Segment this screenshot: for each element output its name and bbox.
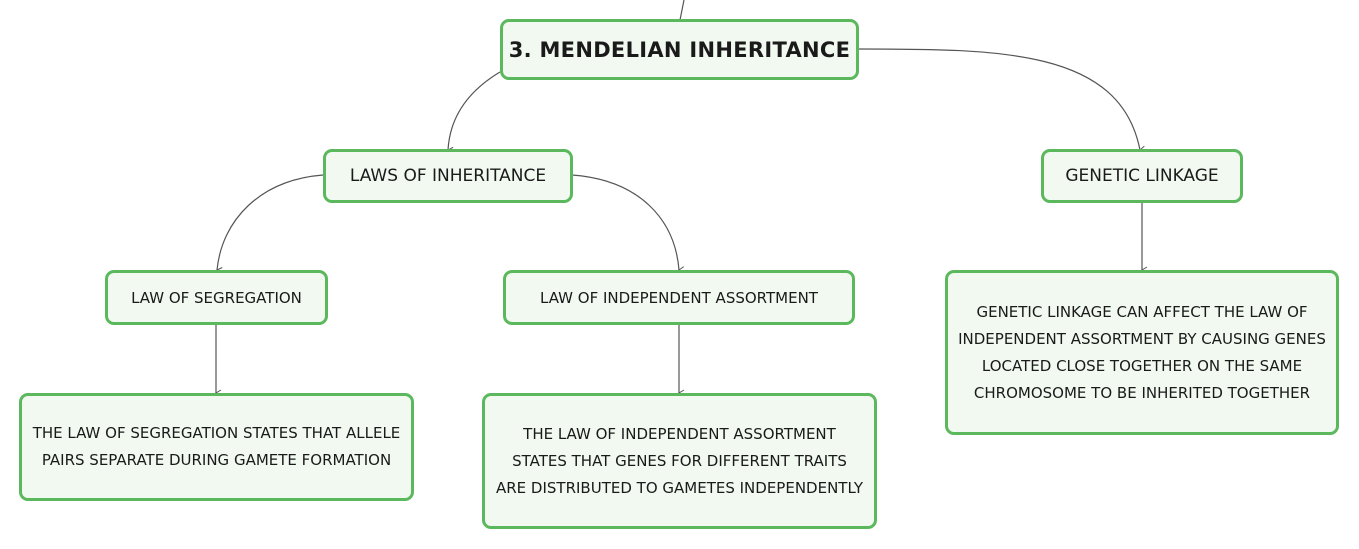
node-independent-assortment-detail[interactable]: THE LAW OF INDEPENDENT ASSORTMENT STATES… [482, 393, 877, 529]
node-laws-of-inheritance[interactable]: LAWS OF INHERITANCE [323, 149, 573, 203]
node-genetic-linkage-detail-text: GENETIC LINKAGE CAN AFFECT THE LAW OF IN… [958, 302, 1326, 402]
connector-root-to-laws [447, 71, 501, 154]
node-segregation-detail[interactable]: THE LAW OF SEGREGATION STATES THAT ALLEL… [19, 393, 414, 501]
connector-incoming-root [679, 0, 685, 21]
node-laws-of-inheritance-label: LAWS OF INHERITANCE [349, 166, 547, 186]
node-law-of-independent-assortment-label: LAW OF INDEPENDENT ASSORTMENT [540, 288, 818, 307]
node-genetic-linkage[interactable]: GENETIC LINKAGE [1041, 149, 1243, 203]
node-mendelian-inheritance-label: 3. MENDELIAN INHERITANCE [508, 37, 851, 62]
node-genetic-linkage-detail[interactable]: GENETIC LINKAGE CAN AFFECT THE LAW OF IN… [945, 270, 1339, 435]
connector-laws-to-independent [571, 174, 685, 274]
connector-root-to-linkage [857, 48, 1146, 153]
node-independent-assortment-detail-text: THE LAW OF INDEPENDENT ASSORTMENT STATES… [496, 424, 863, 497]
node-law-of-segregation[interactable]: LAW OF SEGREGATION [105, 270, 328, 325]
node-genetic-linkage-label: GENETIC LINKAGE [1065, 166, 1219, 186]
connector-laws-to-segregation [216, 174, 324, 274]
node-law-of-segregation-label: LAW OF SEGREGATION [131, 288, 302, 307]
node-law-of-independent-assortment[interactable]: LAW OF INDEPENDENT ASSORTMENT [503, 270, 855, 325]
node-segregation-detail-text: THE LAW OF SEGREGATION STATES THAT ALLEL… [32, 424, 401, 469]
node-mendelian-inheritance[interactable]: 3. MENDELIAN INHERITANCE [500, 19, 859, 80]
